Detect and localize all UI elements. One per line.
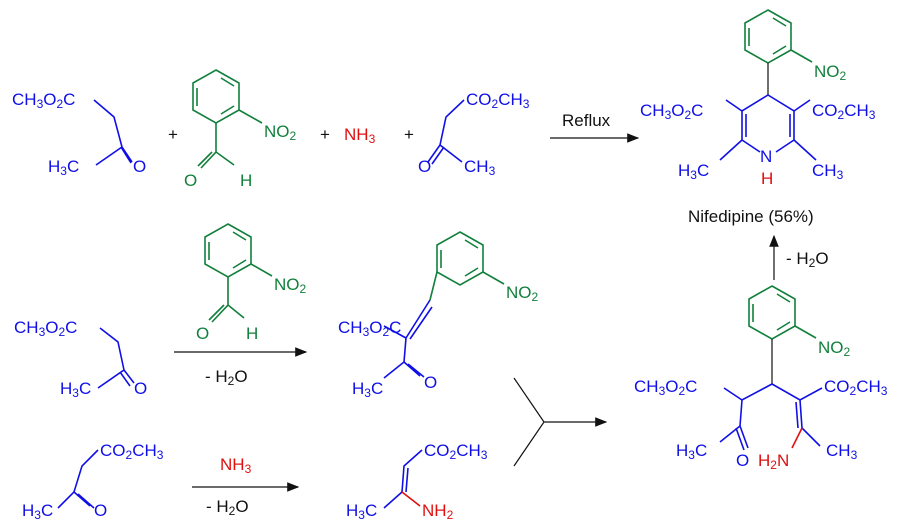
benzene-ring bbox=[748, 285, 796, 340]
benzene-ring bbox=[192, 69, 240, 124]
2-nitrobenzaldehyde-top: NO2 O H bbox=[184, 69, 297, 190]
h3c-label: H3C bbox=[352, 379, 383, 400]
bond-lines bbox=[208, 263, 273, 323]
bond-lines bbox=[57, 449, 99, 509]
michael-addition-arrow bbox=[513, 377, 606, 467]
h3c-label: H3C bbox=[676, 441, 707, 462]
nitro-bond bbox=[794, 325, 817, 339]
dihydropyridine-ring bbox=[719, 94, 817, 161]
2-nitrobenzaldehyde-mid: NO2 O H bbox=[196, 223, 307, 343]
amino-bond bbox=[401, 491, 421, 507]
ch3o2c-label: CH3O2C bbox=[634, 377, 697, 398]
oxygen-label: O bbox=[134, 379, 147, 398]
co2ch3-label: CO2CH3 bbox=[824, 377, 888, 398]
h3c-label: H3C bbox=[346, 501, 377, 521]
plus-sign-1: + bbox=[168, 125, 178, 144]
hydrogen-label: H bbox=[240, 171, 252, 190]
ch3o2c-label: CH3O2C bbox=[338, 318, 401, 339]
reflux-condition: Reflux bbox=[562, 111, 611, 130]
h3c-label: H3C bbox=[60, 379, 91, 400]
amino-label: NH2 bbox=[422, 501, 454, 521]
nitro-label: NO2 bbox=[814, 62, 847, 83]
enamine-intermediate: CO2CH3 H3C NH2 bbox=[346, 441, 488, 521]
h3c-label: H3C bbox=[48, 157, 79, 178]
bond-lines bbox=[93, 99, 133, 166]
bond-lines bbox=[429, 271, 505, 301]
ring-n-label: N bbox=[760, 147, 772, 166]
plus-sign-2: + bbox=[320, 125, 330, 144]
bond-lines bbox=[97, 327, 135, 389]
nifedipine-structure: NO2 CH3O2C CO2CH3 H3C CH3 N H bbox=[640, 9, 876, 188]
michael-adduct: NO2 CH3O2C CO2CH3 H3C O H2N CH3 bbox=[634, 285, 888, 472]
amino-label: H2N bbox=[758, 451, 789, 472]
nitro-bond bbox=[790, 49, 813, 63]
bond-lines bbox=[383, 449, 423, 509]
bond-lines bbox=[719, 383, 823, 451]
ammonia-label: NH3 bbox=[344, 125, 376, 146]
methyl-acetoacetate-top-right: CO2CH3 O CH3 bbox=[418, 90, 530, 178]
methyl-acetoacetate-mid: CH3O2C H3C O bbox=[14, 318, 147, 400]
ch3-label: CH3 bbox=[812, 161, 844, 182]
methyl-acetoacetate-top-left: CH3O2C H3C O bbox=[12, 90, 146, 178]
product-name: Nifedipine (56%) bbox=[688, 207, 814, 226]
oxygen-label: O bbox=[184, 171, 197, 190]
oxygen-label: O bbox=[94, 501, 107, 520]
knoevenagel-condition: - H2O bbox=[205, 367, 248, 388]
nh-hydrogen-label: H bbox=[761, 169, 773, 188]
benzene-ring bbox=[204, 223, 252, 278]
ch3o2c-label: CH3O2C bbox=[640, 101, 703, 122]
ch3-label: CH3 bbox=[464, 157, 496, 178]
nitro-label: NO2 bbox=[274, 275, 307, 296]
nitro-label: NO2 bbox=[506, 283, 539, 304]
benzene-ring bbox=[744, 9, 792, 64]
ch3o2c-label: CH3O2C bbox=[12, 90, 75, 111]
nitro-label: NO2 bbox=[818, 338, 851, 359]
enamine-condition: - H2O bbox=[206, 497, 249, 518]
co2ch3-label: CO2CH3 bbox=[424, 441, 488, 462]
co2ch3-label: CO2CH3 bbox=[812, 101, 876, 122]
benzene-ring bbox=[436, 231, 484, 286]
bond-lines bbox=[427, 99, 465, 165]
bond-lines bbox=[383, 299, 433, 379]
oxygen-label: O bbox=[424, 373, 437, 392]
amino-bond bbox=[791, 427, 803, 449]
ammonia-reagent: NH3 bbox=[220, 455, 252, 476]
oxygen-label: O bbox=[736, 451, 749, 470]
benzylidene-intermediate: NO2 CH3O2C H3C O bbox=[338, 231, 539, 400]
h3c-label: H3C bbox=[22, 501, 53, 521]
co2ch3-label: CO2CH3 bbox=[466, 90, 530, 111]
methyl-acetoacetate-bottom: CO2CH3 H3C O bbox=[22, 441, 164, 521]
oxygen-label: O bbox=[133, 157, 146, 176]
oxygen-label: O bbox=[196, 324, 209, 343]
bond-lines bbox=[197, 109, 263, 169]
nitro-label: NO2 bbox=[264, 122, 297, 143]
plus-sign-3: + bbox=[404, 125, 414, 144]
ch3-label: CH3 bbox=[826, 441, 858, 462]
cyclization-condition: - H2O bbox=[786, 249, 829, 270]
h3c-label: H3C bbox=[678, 161, 709, 182]
co2ch3-label: CO2CH3 bbox=[100, 441, 164, 462]
hydrogen-label: H bbox=[246, 324, 258, 343]
ch3o2c-label: CH3O2C bbox=[14, 318, 77, 339]
